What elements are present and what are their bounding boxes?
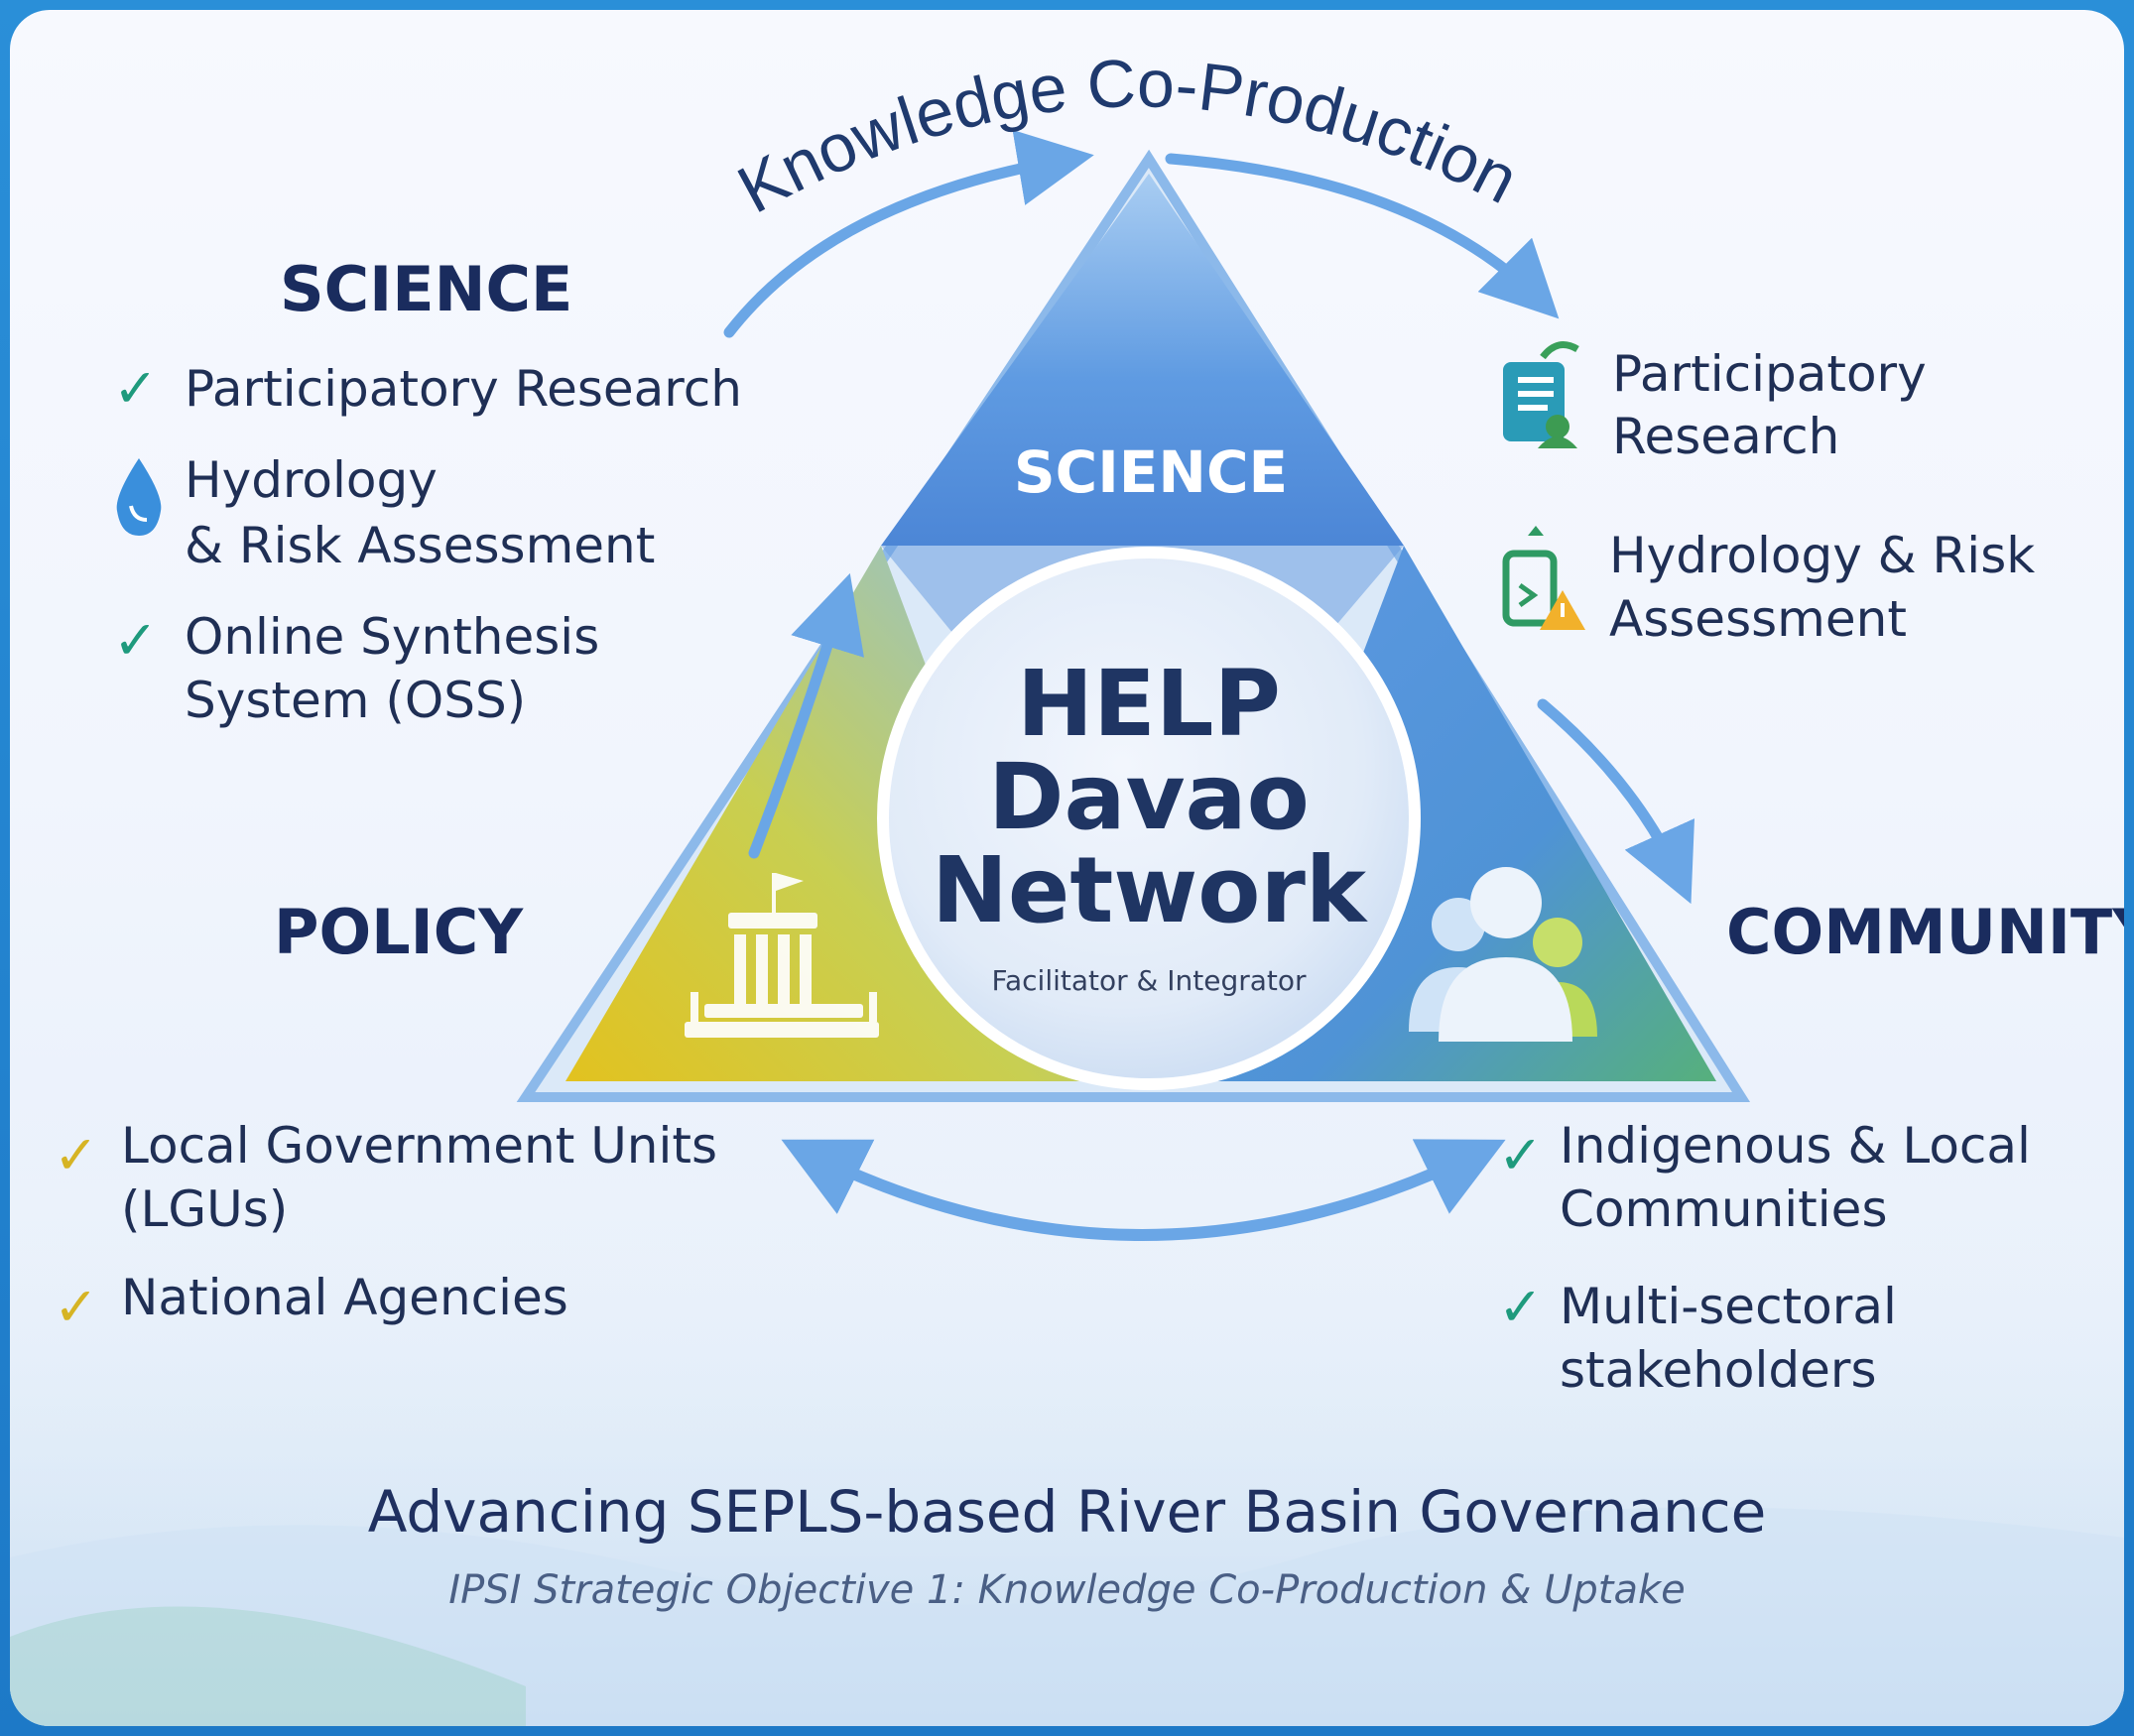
center-subtitle: Facilitator & Integrator — [991, 964, 1307, 997]
left-science-item-1: Participatory Research — [185, 360, 742, 418]
community-people-icon — [1409, 867, 1597, 1042]
right-science-item-1-line-1: Participatory — [1612, 345, 1927, 403]
center-circle — [877, 547, 1421, 1090]
government-building-icon — [685, 873, 879, 1038]
arrow-right-side — [1537, 698, 1695, 905]
right-science-item-2-line-2: Assessment — [1609, 590, 1907, 648]
research-document-icon — [1503, 341, 1579, 448]
arc-arrow-top-right — [1165, 153, 1560, 319]
water-wave — [10, 1507, 2124, 1726]
triangle-science-label: SCIENCE — [1013, 438, 1289, 506]
left-science-item-2-line-2: & Risk Assessment — [185, 517, 656, 574]
policy-item-2: National Agencies — [121, 1269, 568, 1326]
center-title-help: HELP — [1017, 651, 1281, 757]
community-item-1-line-1: Indigenous & Local — [1560, 1117, 2031, 1175]
footer-title: Advancing SEPLS-based River Basin Govern… — [367, 1478, 1767, 1546]
arrow-left-side — [748, 572, 864, 859]
center-title-davao: Davao — [988, 744, 1310, 850]
diagram-graphics: Knowledge Co-Production — [10, 46, 2124, 1726]
policy-item-1-line-2: (LGUs) — [121, 1180, 289, 1238]
left-science-item-3-line-1: Online Synthesis — [185, 608, 600, 666]
check-icon: ✓ — [54, 1124, 99, 1186]
water-wave-teal — [10, 1606, 526, 1726]
policy-heading: POLICY — [274, 896, 524, 968]
arrow-bottom-bidirectional — [781, 1139, 1506, 1241]
left-science-item-2-line-1: Hydrology — [185, 451, 438, 509]
triangle-science-section — [881, 174, 1404, 546]
left-science-heading: SCIENCE — [280, 253, 573, 325]
check-icon: ✓ — [1498, 1124, 1544, 1186]
diagram-card: Knowledge Co-Production SCIENCE ✓ Partic… — [10, 10, 2124, 1726]
arc-arrow-top-left — [723, 129, 1094, 338]
check-icon: ✓ — [113, 357, 159, 420]
footer-subtitle: IPSI Strategic Objective 1: Knowledge Co… — [448, 1567, 1686, 1613]
community-item-1-line-2: Communities — [1560, 1180, 1888, 1238]
risk-assessment-icon — [1502, 526, 1585, 630]
community-item-2-line-1: Multi-sectoral — [1560, 1278, 1897, 1335]
right-science-item-1-line-2: Research — [1612, 408, 1840, 465]
community-heading: COMMUNITY — [1726, 896, 2124, 968]
left-science-item-3-line-2: System (OSS) — [185, 672, 527, 729]
policy-item-1-line-1: Local Government Units — [121, 1117, 718, 1175]
water-drop-icon — [116, 458, 162, 536]
check-icon: ✓ — [113, 609, 159, 672]
check-icon: ✓ — [54, 1276, 99, 1338]
center-title-network: Network — [931, 837, 1367, 943]
check-icon: ✓ — [1498, 1276, 1544, 1338]
community-item-2-line-2: stakeholders — [1560, 1341, 1877, 1399]
right-science-item-2-line-1: Hydrology & Risk — [1609, 527, 2036, 584]
